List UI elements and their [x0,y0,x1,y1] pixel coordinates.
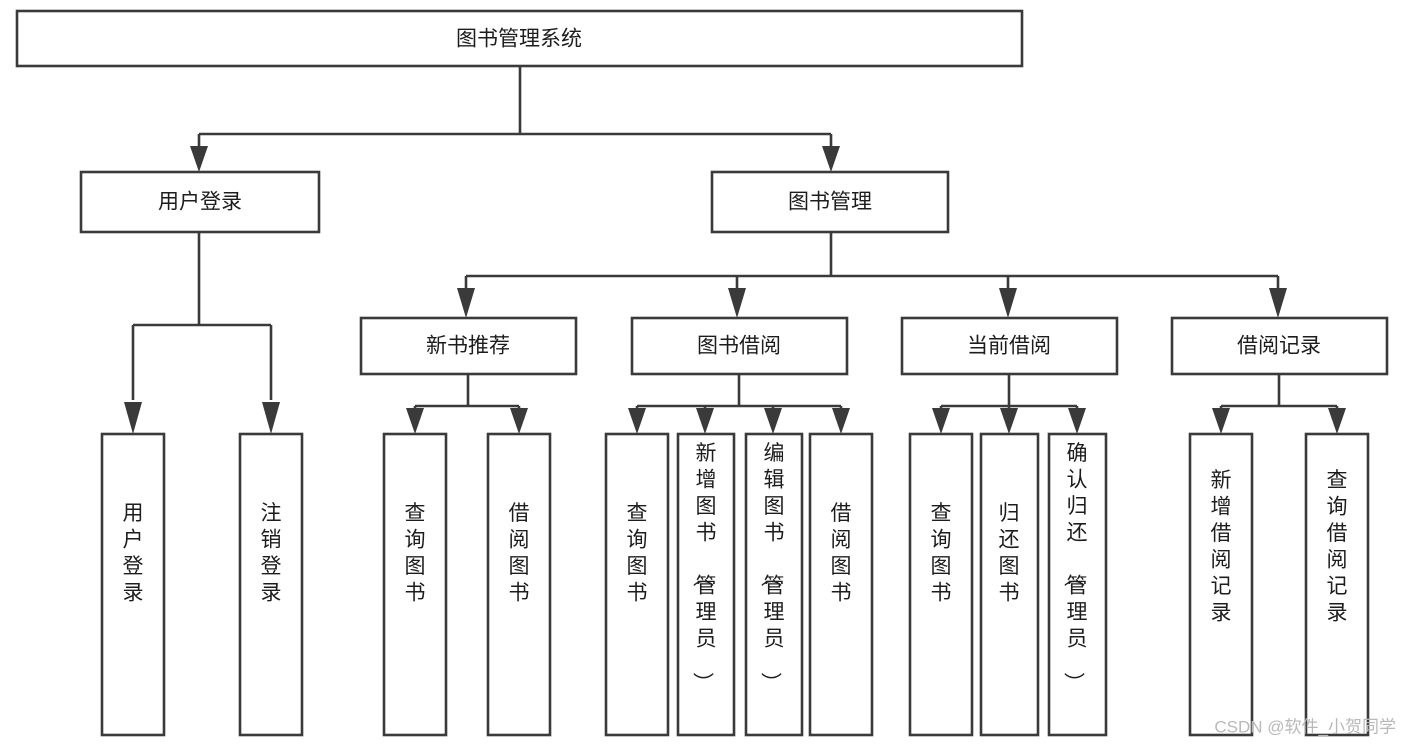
node-box-user-login[interactable] [79,170,321,234]
node-leaf-borrow-book-2[interactable]: 借阅图书 [808,432,874,737]
arrow-leaf-query-record [1328,408,1346,434]
arrow-leaf-edit-book [764,408,782,434]
node-box-root[interactable] [15,9,1024,68]
arrow-leaf-query-book-3 [932,408,950,434]
node-label-borrow-record: 借阅记录 [1237,335,1321,358]
node-label-leaf-edit-book: 编辑图书（管理员） [759,442,785,693]
node-leaf-user-login[interactable]: 用户登录 [100,432,166,737]
node-label-leaf-confirm-return: 确认归还（管理员） [1062,442,1088,693]
node-box-book-management[interactable] [710,170,950,234]
arrow-to-borrow-record [1269,288,1287,318]
node-label-leaf-borrow-book-2: 借阅图书 [831,502,852,605]
node-leaf-query-book-2[interactable]: 查询图书 [604,432,670,737]
arrow-leaf-query-book-1 [406,408,424,434]
node-label-leaf-query-book-3: 查询图书 [931,502,952,605]
node-box-new-book-recommend[interactable] [359,316,578,376]
node-leaf-query-record[interactable]: 查询借阅记录 [1304,432,1370,737]
node-label-leaf-return-book: 归还图书 [999,502,1020,605]
node-label-user-login: 用户登录 [158,191,242,214]
node-leaf-edit-book[interactable]: 编辑图书（管理员） [744,432,804,737]
node-new-book-recommend[interactable]: 新书推荐 [359,316,578,376]
node-leaf-add-book[interactable]: 新增图书（管理员） [676,432,736,737]
arrow-leaf-borrow-book-1 [510,408,528,434]
node-label-leaf-query-book-1: 查询图书 [405,502,426,605]
arrow-to-current-borrow [999,288,1017,318]
node-label-leaf-query-book-2: 查询图书 [627,502,648,605]
node-box-leaf-confirm-return[interactable] [1047,432,1108,737]
arrow-to-user-login [190,146,208,172]
node-box-leaf-add-record[interactable] [1188,432,1254,737]
node-box-leaf-logout-login[interactable] [238,432,304,737]
node-label-leaf-logout-login: 注销登录 [261,502,282,605]
arrow-leaf-logout-login [262,402,280,434]
node-label-book-borrow: 图书借阅 [697,335,781,358]
node-leaf-query-book-3[interactable]: 查询图书 [908,432,974,737]
arrow-leaf-add-book [696,408,714,434]
arrow-leaf-return-book [1000,408,1018,434]
node-borrow-record[interactable]: 借阅记录 [1170,316,1389,376]
node-box-leaf-user-login[interactable] [100,432,166,737]
arrow-leaf-user-login [124,402,142,434]
node-label-book-management: 图书管理 [788,191,872,214]
node-box-book-borrow[interactable] [630,316,849,376]
arrow-to-new-book-recommend [457,288,475,318]
arrow-to-book-borrow [728,288,746,318]
node-box-leaf-query-book-3[interactable] [908,432,974,737]
node-label-new-book-recommend: 新书推荐 [426,335,510,358]
node-book-management[interactable]: 图书管理 [710,170,950,234]
node-box-leaf-query-book-1[interactable] [382,432,448,737]
node-box-current-borrow[interactable] [900,316,1119,376]
node-label-leaf-query-record: 查询借阅记录 [1327,469,1348,625]
node-label-leaf-borrow-book-1: 借阅图书 [509,502,530,605]
arrow-leaf-query-book-2 [628,408,646,434]
arrow-to-book-management [822,146,840,172]
arrow-leaf-add-record [1212,408,1230,434]
node-box-leaf-add-book[interactable] [676,432,736,737]
node-box-leaf-edit-book[interactable] [744,432,804,737]
node-book-borrow[interactable]: 图书借阅 [630,316,849,376]
node-label-leaf-user-login: 用户登录 [123,502,144,605]
arrow-leaf-confirm-return [1068,408,1086,434]
node-box-leaf-borrow-book-2[interactable] [808,432,874,737]
node-box-leaf-query-record[interactable] [1304,432,1370,737]
node-leaf-add-record[interactable]: 新增借阅记录 [1188,432,1254,737]
node-box-leaf-return-book[interactable] [979,432,1040,737]
connector-layer [124,66,1346,434]
csdn-watermark: CSDN @软件_小贺同学 [1214,717,1396,736]
node-label-leaf-add-record: 新增借阅记录 [1211,469,1232,625]
node-user-login[interactable]: 用户登录 [79,170,321,234]
node-leaf-return-book[interactable]: 归还图书 [979,432,1040,737]
node-box-borrow-record[interactable] [1170,316,1389,376]
node-root-book-management-system[interactable]: 图书管理系统 [15,9,1024,68]
node-leaf-logout-login[interactable]: 注销登录 [238,432,304,737]
node-box-leaf-query-book-2[interactable] [604,432,670,737]
node-current-borrow[interactable]: 当前借阅 [900,316,1119,376]
node-box-leaf-borrow-book-1[interactable] [486,432,552,737]
node-leaf-borrow-book-1[interactable]: 借阅图书 [486,432,552,737]
node-leaf-confirm-return[interactable]: 确认归还（管理员） [1047,432,1108,737]
node-label-current-borrow: 当前借阅 [967,335,1051,358]
arrow-leaf-borrow-book-2 [832,408,850,434]
node-label-leaf-add-book: 新增图书（管理员） [691,442,717,693]
node-label-root: 图书管理系统 [456,28,582,51]
node-leaf-query-book-1[interactable]: 查询图书 [382,432,448,737]
